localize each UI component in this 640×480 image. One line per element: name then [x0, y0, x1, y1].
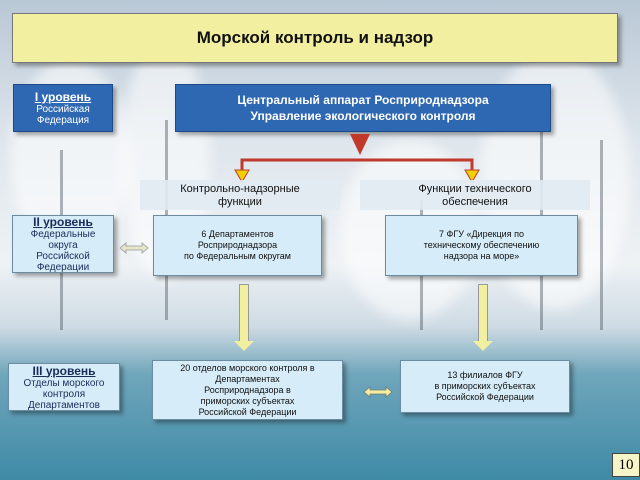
node-line: приморских субъектах [200, 395, 295, 406]
level-1-box: I уровень Российская Федерация [13, 84, 113, 132]
node-marine-control-otdely: 20 отделов морского контроля в Департаме… [152, 360, 343, 420]
node-line: Российской Федерации [436, 392, 534, 402]
branch-label-line: функции [218, 196, 262, 208]
page-number: 10 [612, 453, 640, 477]
branch-label-technical: Функции технического обеспечения [360, 180, 590, 210]
level-3-box: III уровень Отделы морского контроля Деп… [8, 363, 120, 411]
branch-connector [234, 134, 480, 183]
level-1-line: Федерация [36, 115, 90, 126]
level-3-line: Департаментов [28, 399, 100, 411]
level-2-line: округа [48, 240, 78, 251]
fgu-down-arrow [473, 284, 493, 351]
level-1-line: Российская [36, 104, 90, 115]
level2-link-arrow [119, 242, 149, 254]
central-down-arrow [350, 134, 370, 155]
node-fgu-filialy: 13 филиалов ФГУ в приморских субъектах Р… [400, 360, 570, 413]
left-branch-arrow [234, 169, 250, 183]
branch-line [240, 158, 474, 172]
page-title-text: Морской контроль и надзор [196, 28, 434, 47]
page-number-text: 10 [618, 456, 634, 473]
node-line: 6 Департаментов [201, 229, 274, 239]
level-3-line: контроля [42, 388, 86, 400]
level-3-line: Отделы морского [23, 377, 105, 389]
level-2-line: Федерации [36, 262, 90, 273]
right-branch-arrow [464, 169, 480, 183]
page-title: Морской контроль и надзор [12, 13, 618, 63]
level-2-box: II уровень Федеральные округа Российской… [12, 215, 114, 273]
node-departments: 6 Департаментов Росприроднадзора по Феде… [153, 215, 322, 276]
node-line: Российской Федерации [198, 406, 297, 417]
node-line: 20 отделов морского контроля в [180, 362, 315, 373]
node-line: по Федеральным округам [184, 251, 291, 261]
node-line: Росприроднадзора в [204, 384, 291, 395]
node-line: в приморских субъектах [434, 381, 536, 391]
node-line: надзора на море» [443, 251, 520, 261]
node-line: техническому обеспечению [423, 240, 540, 250]
central-line: Управление экологического контроля [250, 109, 476, 123]
node-line: Департаментах [215, 373, 280, 384]
branch-label-control: Контрольно-надзорные функции [140, 180, 340, 210]
node-line: 7 ФГУ «Дирекция по [439, 229, 524, 239]
branch-label-line: Функции технического [418, 183, 532, 195]
node-line: Росприроднадзора [197, 240, 278, 250]
central-line: Центральный аппарат Росприроднадзора [237, 93, 489, 107]
node-fgu-directorate: 7 ФГУ «Дирекция по техническому обеспече… [385, 215, 578, 276]
level-3-label: III уровень [32, 363, 96, 378]
node-line: 13 филиалов ФГУ [447, 370, 523, 380]
branch-label-line: Контрольно-надзорные [180, 183, 300, 195]
level-1-label: I уровень [34, 90, 92, 104]
dept-down-arrow [234, 284, 254, 351]
level-2-label: II уровень [33, 215, 93, 229]
level-2-line: Федеральные [30, 229, 96, 240]
branch-label-line: обеспечения [442, 196, 508, 208]
level3-link-arrow [363, 386, 393, 398]
level-2-line: Российской [36, 251, 90, 262]
central-apparatus-box: Центральный аппарат Росприроднадзора Упр… [175, 84, 551, 132]
